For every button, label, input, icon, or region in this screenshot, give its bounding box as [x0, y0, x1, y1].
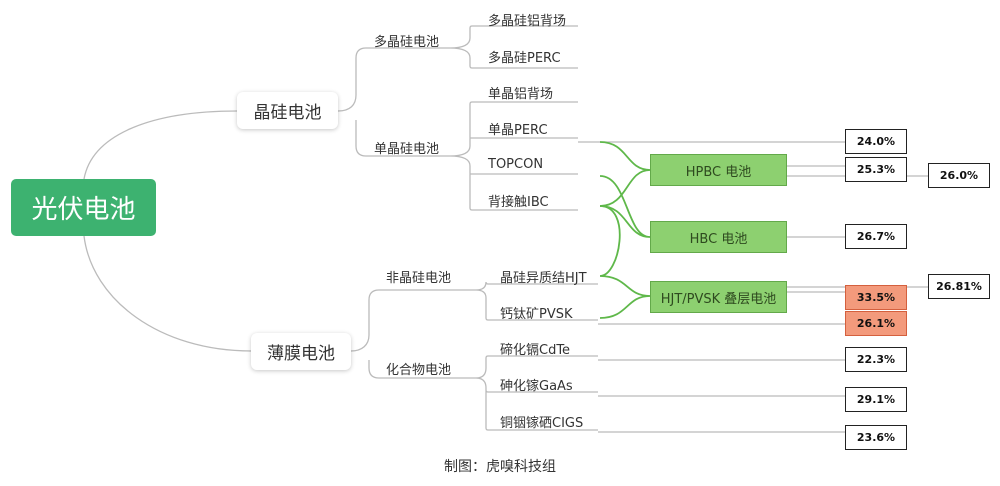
merge-hpbc — [599, 141, 651, 207]
efficiency-pvsk: 26.1% — [845, 311, 907, 336]
root-node[interactable]: 光伏电池 — [11, 179, 156, 236]
leaf-cigs[interactable]: 铜铟镓硒CIGS — [500, 415, 584, 431]
sub-amorphous-silicon[interactable]: 非晶硅电池 — [386, 270, 452, 286]
efficiency-tandem: 33.5% — [845, 285, 907, 310]
efficiency-hbc: 26.7% — [845, 224, 907, 249]
connector-amorphous-leaves — [475, 281, 598, 321]
efficiency-tandem-top: 26.81% — [928, 274, 990, 299]
connector-poly-leaves — [449, 25, 578, 69]
sub-poly-silicon[interactable]: 多晶硅电池 — [374, 34, 440, 50]
efficiency-hpbc-top: 26.0% — [928, 163, 990, 188]
leaf-hjt[interactable]: 晶硅异质结HJT — [500, 270, 587, 286]
connector-root-crystalline — [83, 110, 238, 180]
leaf-pvsk[interactable]: 钙钛矿PVSK — [500, 306, 573, 322]
leaf-poly-perc[interactable]: 多晶硅PERC — [488, 50, 561, 66]
merge-hbc — [599, 175, 651, 238]
leaf-poly-al-bsf[interactable]: 多晶硅铝背场 — [488, 13, 567, 29]
leaf-mono-perc[interactable]: 单晶PERC — [488, 122, 548, 138]
connector-crystalline-branch — [337, 47, 450, 157]
figure-caption: 制图：虎嗅科技组 — [444, 459, 556, 475]
connector-thinfilm-branch — [350, 289, 476, 379]
efficiency-gaas: 29.1% — [845, 387, 907, 412]
sub-mono-silicon[interactable]: 单晶硅电池 — [374, 141, 440, 157]
combined-hjt-pvsk-tandem[interactable]: HJT/PVSK 叠层电池 — [650, 281, 787, 313]
merge-hjt-pvsk — [599, 205, 651, 319]
combined-hbc[interactable]: HBC 电池 — [650, 221, 787, 253]
leaf-cdte[interactable]: 碲化镉CdTe — [500, 342, 571, 358]
connector-mono-leaves — [449, 101, 578, 211]
combined-hpbc[interactable]: HPBC 电池 — [650, 154, 787, 186]
leaf-mono-al-bsf[interactable]: 单晶铝背场 — [488, 86, 554, 102]
efficiency-cdte: 22.3% — [845, 347, 907, 372]
efficiency-cigs: 23.6% — [845, 425, 907, 450]
sub-compound[interactable]: 化合物电池 — [386, 362, 452, 378]
branch-thin-film[interactable]: 薄膜电池 — [251, 333, 351, 370]
branch-crystalline-silicon[interactable]: 晶硅电池 — [237, 92, 338, 129]
leaf-topcon[interactable]: TOPCON — [488, 156, 544, 172]
leaf-ibc[interactable]: 背接触IBC — [488, 194, 549, 210]
efficiency-perc: 24.0% — [845, 129, 907, 154]
leaf-gaas[interactable]: 砷化镓GaAs — [500, 378, 573, 394]
efficiency-hpbc: 25.3% — [845, 157, 907, 182]
connector-root-thinfilm — [83, 235, 252, 352]
connector-compound-leaves — [475, 355, 598, 431]
